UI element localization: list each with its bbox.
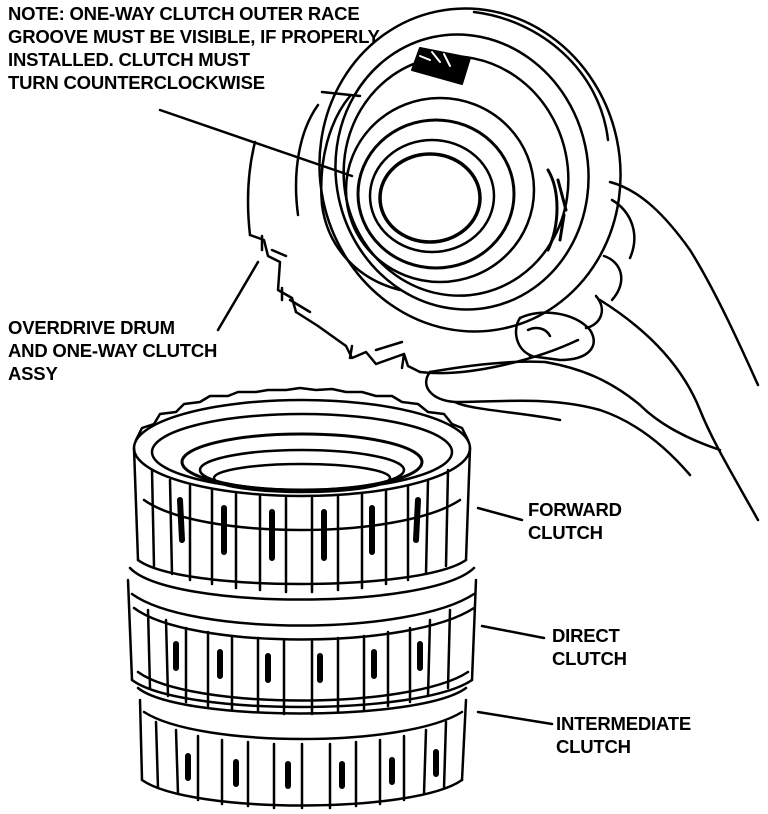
direct-line-2: CLUTCH	[552, 648, 627, 669]
note-leader-line	[474, 12, 608, 140]
intermediate-line-1: INTERMEDIATE	[556, 713, 691, 734]
forward-line-2: CLUTCH	[528, 522, 603, 543]
forward-clutch-label: FORWARD CLUTCH	[528, 498, 622, 544]
direct-clutch-label: DIRECT CLUTCH	[552, 624, 627, 670]
overdrive-drum-label: OVERDRIVE DRUM AND ONE-WAY CLUTCH ASSY	[8, 316, 217, 385]
note-line-2: GROOVE MUST BE VISIBLE, IF PROPERLY	[8, 26, 380, 47]
overdrive-line-3: ASSY	[8, 363, 58, 384]
hand-drawing	[426, 182, 758, 520]
direct-leader-line	[482, 626, 544, 638]
intermediate-clutch-label: INTERMEDIATE CLUTCH	[556, 712, 691, 758]
note-line-4: TURN COUNTERCLOCKWISE	[8, 72, 265, 93]
drum-leader-line	[218, 262, 258, 330]
overdrive-line-1: OVERDRIVE DRUM	[8, 317, 175, 338]
intermediate-leader-line	[478, 712, 552, 724]
intermediate-line-2: CLUTCH	[556, 736, 631, 757]
race-leader-line	[322, 92, 360, 96]
one-way-clutch-note: NOTE: ONE-WAY CLUTCH OUTER RACE GROOVE M…	[8, 2, 380, 94]
note-line-3: INSTALLED. CLUTCH MUST	[8, 49, 250, 70]
groove-leader-line	[160, 110, 352, 176]
intermediate-clutch-drawing	[138, 688, 466, 808]
overdrive-line-2: AND ONE-WAY CLUTCH	[8, 340, 218, 361]
note-line-1: NOTE: ONE-WAY CLUTCH OUTER RACE	[8, 3, 360, 24]
direct-line-1: DIRECT	[552, 625, 620, 646]
forward-line-1: FORWARD	[528, 499, 622, 520]
overdrive-drum-drawing	[248, 0, 650, 373]
leader-lines	[160, 12, 608, 724]
forward-leader-line	[478, 508, 522, 520]
direct-clutch-drawing	[128, 568, 476, 714]
forward-clutch-drawing	[134, 388, 470, 592]
